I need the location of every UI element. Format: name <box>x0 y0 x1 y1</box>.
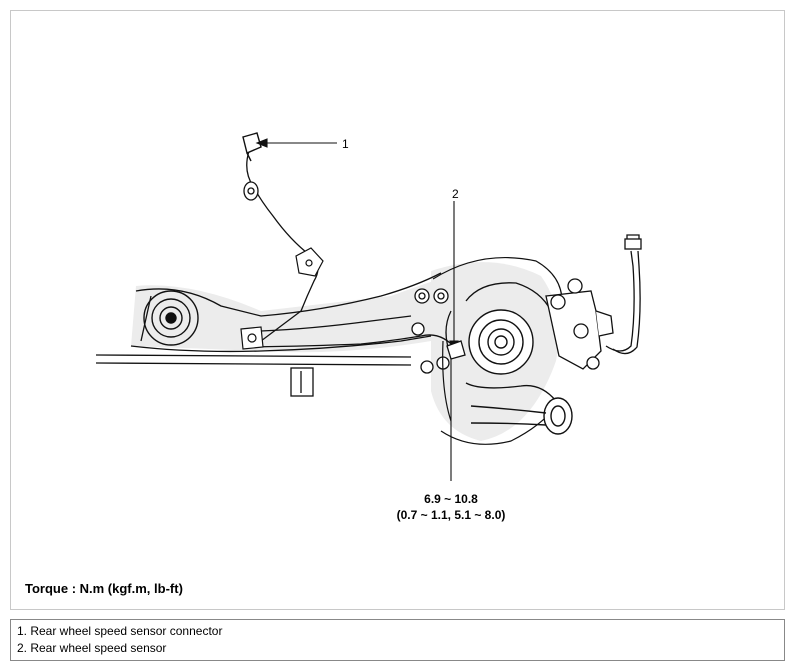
torque-value-alt: (0.7 ~ 1.1, 5.1 ~ 8.0) <box>396 508 506 522</box>
parts-legend: 1. Rear wheel speed sensor connector 2. … <box>10 619 785 661</box>
torque-spec: 6.9 ~ 10.8 (0.7 ~ 1.1, 5.1 ~ 8.0) <box>371 491 531 523</box>
torque-unit-note: Torque : N.m (kgf.m, lb-ft) <box>25 581 183 596</box>
wheel-speed-sensor <box>446 340 466 360</box>
torque-value-nm: 6.9 ~ 10.8 <box>424 492 478 506</box>
lower-arm-bushing <box>470 397 573 435</box>
rear-suspension-diagram <box>95 132 642 481</box>
legend-item: 1. Rear wheel speed sensor connector <box>17 624 223 638</box>
callout-2-label: 2 <box>452 187 459 201</box>
brake-caliper <box>545 278 614 370</box>
wheel-hub <box>468 309 534 375</box>
mount-bolts <box>411 288 450 374</box>
legend-item: 2. Rear wheel speed sensor <box>17 641 167 655</box>
cable-grommet <box>243 181 259 201</box>
trailing-arm <box>130 272 442 353</box>
trailing-arm-bushing <box>143 290 199 346</box>
callout-1-label: 1 <box>342 137 349 151</box>
figure-frame: 1 2 6.9 ~ 10.8 (0.7 ~ 1.1, 5.1 ~ 8.0) To… <box>10 10 785 610</box>
brake-hose <box>605 234 642 355</box>
lateral-link <box>95 354 412 397</box>
sensor-connector <box>242 132 262 162</box>
cable-clips <box>240 247 324 350</box>
